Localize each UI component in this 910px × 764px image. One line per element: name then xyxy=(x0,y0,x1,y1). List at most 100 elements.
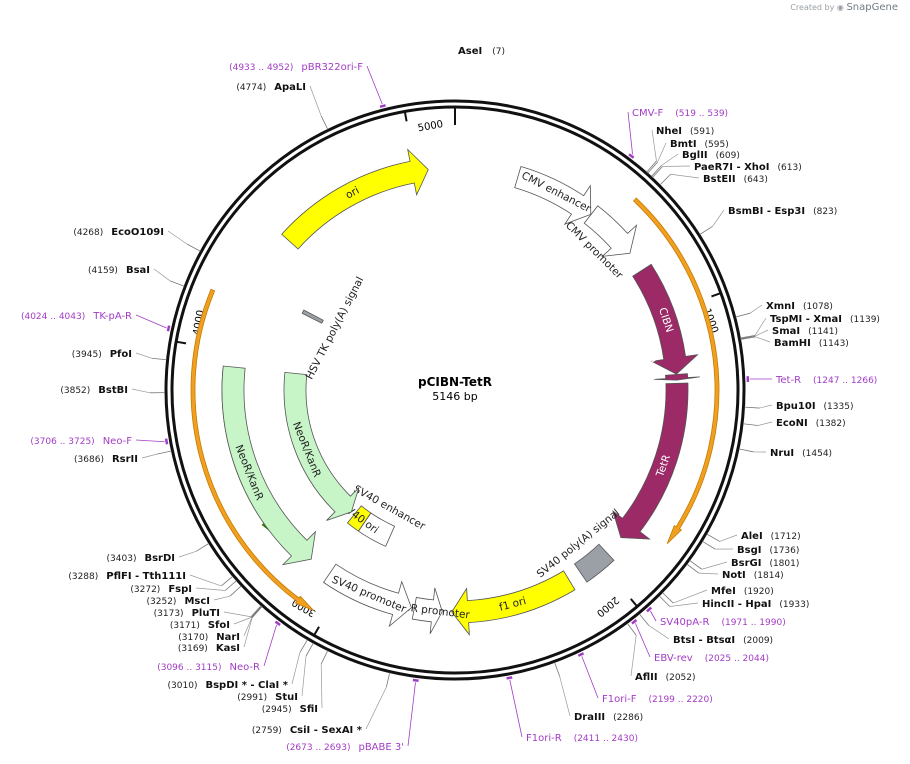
primer-pbr322ori-f[interactable]: (4933 .. 4952)pBR322ori-F xyxy=(229,62,363,73)
enzyme-paer7i-xhoi[interactable]: PaeR7I - XhoI(613) xyxy=(694,162,802,173)
site-tick-nhei xyxy=(646,160,657,173)
enzyme-noti[interactable]: NotI(1814) xyxy=(722,570,784,581)
primer-name: EBV-rev xyxy=(654,653,693,664)
feature-cibn[interactable] xyxy=(632,263,699,375)
feature-sv40-ori[interactable] xyxy=(346,505,372,532)
enzyme-nhei[interactable]: NheI(591) xyxy=(656,126,714,137)
enzyme-name: Bpu10I xyxy=(776,401,816,412)
primer-name: Neo-R xyxy=(230,662,261,673)
enzyme-nrui[interactable]: NruI(1454) xyxy=(770,448,832,459)
primer-neo-f[interactable]: (3706 .. 3725)Neo-F xyxy=(30,436,132,447)
enzyme-name: SfoI xyxy=(208,620,230,631)
primer-sv40pa-r[interactable]: SV40pA-R(1971 .. 1990) xyxy=(660,617,786,628)
enzyme-bsai[interactable]: (4159)BsaI xyxy=(88,265,150,276)
enzyme-ecoo109i[interactable]: (4268)EcoO109I xyxy=(73,227,164,238)
enzyme-bsteii[interactable]: BstEII(643) xyxy=(703,174,768,185)
enzyme-name: NarI xyxy=(216,632,240,643)
plasmid-name: pCIBN-TetR xyxy=(418,375,492,389)
tick-label-5000: 5000 xyxy=(417,119,444,134)
enzyme-bsgi[interactable]: BsgI(1736) xyxy=(737,545,799,556)
site-leader-nhei xyxy=(651,129,657,162)
primer-pbabe-3[interactable]: (2673 .. 2693)pBABE 3' xyxy=(286,742,404,753)
site-tick-aflii xyxy=(626,623,637,636)
enzyme-position: (2759) xyxy=(252,726,282,736)
enzyme-bsrgi[interactable]: BsrGI(1801) xyxy=(731,558,799,569)
primer-tet-r[interactable]: Tet-R(1247 .. 1266) xyxy=(775,375,877,386)
feature-cmv-enhancer[interactable] xyxy=(514,166,592,225)
enzyme-bpu10i[interactable]: Bpu10I(1335) xyxy=(776,401,853,412)
primer-cmv-f[interactable]: CMV-F(519 .. 539) xyxy=(632,108,728,119)
primer-range: (2025 .. 2044) xyxy=(705,654,769,664)
enzyme-bsrdi[interactable]: (3403)BsrDI xyxy=(107,553,175,564)
backbone-circle xyxy=(164,99,746,681)
enzyme-bspdi-clai[interactable]: (3010)BspDI * - ClaI * xyxy=(168,680,289,691)
feature-ampr-promoter[interactable] xyxy=(411,587,443,635)
enzyme-rsrii[interactable]: (3686)RsrII xyxy=(74,454,138,465)
site-leader-bamhi xyxy=(755,336,771,343)
tick-mark-3000 xyxy=(313,626,320,636)
primer-ebv-rev[interactable]: EBV-rev (2025 .. 2044) xyxy=(654,653,769,664)
feature-ori[interactable] xyxy=(281,148,429,250)
feature-tetr[interactable] xyxy=(612,382,689,540)
feature-sv40-polya[interactable] xyxy=(573,543,615,583)
feature-neor-kanr-1[interactable] xyxy=(221,365,317,566)
enzyme-kasi[interactable]: (3169)KasI xyxy=(178,643,240,654)
enzyme-nari[interactable]: (3170)NarI xyxy=(178,632,240,643)
enzyme-stui[interactable]: (2991)StuI xyxy=(237,692,298,703)
enzyme-sfoi[interactable]: (3171)SfoI xyxy=(170,620,230,631)
feature-neor-kanr-2[interactable] xyxy=(283,371,360,521)
primer-f1ori-r[interactable]: F1ori-R(2411 .. 2430) xyxy=(526,733,638,744)
enzyme-msci[interactable]: (3252)MscI xyxy=(147,596,211,607)
enzyme-smai[interactable]: SmaI(1141) xyxy=(772,326,838,337)
enzyme-tspmi-xmai[interactable]: TspMI - XmaI(1139) xyxy=(770,314,880,325)
feature-cmv-promoter[interactable] xyxy=(583,205,638,257)
enzyme-hincii-hpai[interactable]: HincII - HpaI(1933) xyxy=(702,599,809,610)
enzyme-pfoi[interactable]: (3945)PfoI xyxy=(72,349,132,360)
enzyme-sfii[interactable]: (2945)SfiI xyxy=(262,704,318,715)
site-tick-bsgi xyxy=(702,540,716,550)
enzyme-name: BsrGI xyxy=(731,558,761,569)
feature-hsv-tk-polya[interactable] xyxy=(301,309,324,324)
primer-leader-f1ori-r xyxy=(509,679,523,738)
enzyme-bglii[interactable]: BglII(609) xyxy=(682,150,740,161)
enzyme-bsmbi-esp3i[interactable]: BsmBI - Esp3I(823) xyxy=(728,206,837,217)
feature-label-ori: ori xyxy=(344,185,362,202)
enzyme-apali[interactable]: (4774)ApaLI xyxy=(236,82,306,93)
enzyme-fspi[interactable]: (3272)FspI xyxy=(130,584,192,595)
enzyme-alei[interactable]: AleI(1712) xyxy=(741,531,801,542)
feature-sv40-promoter[interactable] xyxy=(322,563,412,628)
site-leader-bsmbi-esp3i xyxy=(712,209,725,227)
primer-f1ori-f[interactable]: F1ori-F(2199 .. 2220) xyxy=(602,694,713,705)
site-leader-bmti xyxy=(657,142,667,163)
enzyme-name: PfoI xyxy=(110,349,132,360)
enzyme-bstbi[interactable]: (3852)BstBI xyxy=(60,385,128,396)
enzyme-pflfi-tth111i[interactable]: (3288)PflFI - Tth111I xyxy=(68,571,186,582)
enzyme-name: StuI xyxy=(275,692,298,703)
enzyme-position: (3173) xyxy=(154,609,184,619)
site-tick-econi xyxy=(742,423,758,426)
enzyme-bamhi[interactable]: BamHI(1143) xyxy=(774,338,849,349)
enzyme-bmti[interactable]: BmtI(595) xyxy=(670,139,729,150)
enzyme-aflii[interactable]: AflII(2052) xyxy=(635,672,696,683)
feature-f1-ori[interactable] xyxy=(451,570,576,636)
enzyme-asei[interactable]: AseI(7) xyxy=(458,46,505,57)
enzyme-pluti[interactable]: (3173)PluTI xyxy=(154,608,220,619)
enzyme-draiii[interactable]: DraIII(2286) xyxy=(574,712,643,723)
primer-neo-r[interactable]: (3096 .. 3115)Neo-R xyxy=(157,662,260,673)
enzyme-econi[interactable]: EcoNI(1382) xyxy=(776,418,846,429)
enzyme-csii-sexai[interactable]: (2759)CsiI - SexAI * xyxy=(252,725,363,736)
primer-name: SV40pA-R xyxy=(660,617,709,628)
enzyme-btsi-bts-i[interactable]: BtsI - BtsαI(2009) xyxy=(673,635,773,646)
enzyme-mfei[interactable]: MfeI(1920) xyxy=(711,586,774,597)
feature-sv40-nls[interactable] xyxy=(653,373,700,381)
site-leader-apali xyxy=(309,85,322,117)
tick-mark-1000 xyxy=(711,292,722,298)
primer-tk-pa-r[interactable]: (4024 .. 4043)TK-pA-R xyxy=(21,311,132,322)
site-leader-fspi xyxy=(195,587,226,591)
site-tick-ecoo109i xyxy=(186,243,201,252)
primer-range: (1247 .. 1266) xyxy=(813,376,877,386)
primer-leader-sv40pa-r xyxy=(650,610,657,622)
enzyme-xmni[interactable]: XmnI(1078) xyxy=(766,301,833,312)
primer-name: pBABE 3' xyxy=(358,742,404,753)
